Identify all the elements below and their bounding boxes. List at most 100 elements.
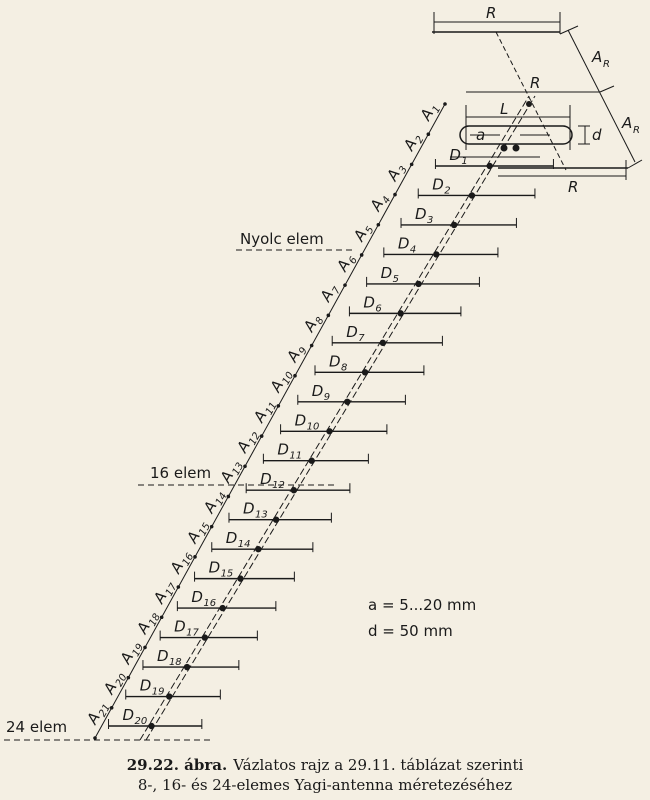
director-label: D — [209, 559, 221, 577]
director-boom-point — [166, 693, 173, 700]
spacing-sub: 7 — [331, 285, 344, 296]
director-boom-point — [272, 516, 280, 523]
director-label: D — [363, 293, 375, 311]
note-a-range: a = 5...20 mm — [368, 596, 476, 614]
director-boom-point — [361, 369, 369, 376]
director-boom-point — [397, 310, 404, 317]
director-label: D — [398, 234, 410, 252]
spacing-tick — [426, 132, 431, 136]
spacing-tick — [443, 102, 447, 106]
spacing-sub: 6 — [347, 255, 360, 266]
spacing-axis: A1A2A3A4A5A6A7A8A9A10A11A12A13A14A15A16A… — [83, 102, 447, 740]
spacing-sub: 13 — [231, 461, 247, 477]
spacing-tick — [193, 555, 197, 559]
director-sub: 8 — [341, 362, 347, 373]
director-label: D — [295, 411, 307, 429]
spacing-tick — [126, 675, 131, 680]
spacing-label-a18: A18 — [133, 612, 163, 638]
reflector-diagonal — [495, 31, 567, 171]
director-boom-point — [344, 398, 351, 405]
director-label: D — [312, 382, 324, 400]
director-boom-point — [379, 339, 387, 347]
director-label: D — [329, 352, 341, 370]
reflector-top-label: R — [486, 4, 496, 22]
spacing-sub: 15 — [197, 521, 213, 537]
spacing-tick — [93, 736, 97, 740]
note-d-value: d = 50 mm — [368, 622, 453, 640]
spacing-tick — [276, 404, 281, 408]
spacing-tick — [293, 373, 297, 378]
spacing-tick — [259, 434, 264, 438]
director-sub: 4 — [410, 244, 416, 255]
spacing-label-a16: A16 — [166, 551, 197, 577]
director-boom-point — [219, 604, 226, 612]
director-sub: 15 — [221, 569, 234, 580]
director-sub: 6 — [375, 303, 381, 314]
spacing-label-a20: A20 — [99, 672, 129, 698]
director-sub: 10 — [307, 421, 320, 432]
spacing-label-a10: A10 — [266, 370, 296, 396]
director-label: D — [277, 441, 289, 459]
spacing-sub: 2 — [414, 134, 427, 145]
director-label: D — [157, 647, 169, 665]
spacing-sub: 14 — [214, 491, 230, 507]
spacing-sub: 8 — [314, 316, 327, 327]
boom — [139, 95, 536, 741]
spacing-tick — [109, 706, 114, 710]
director-label: D — [432, 175, 444, 193]
spacing-sub: 3 — [397, 165, 410, 176]
spacing-tick — [409, 162, 414, 167]
director-boom-point — [486, 162, 493, 170]
director-boom-point — [148, 722, 155, 730]
feed-point-right — [512, 144, 520, 152]
spacing-sub: 16 — [181, 551, 197, 567]
director-sub: 9 — [324, 392, 330, 403]
spacing-sub: 5 — [364, 225, 377, 236]
director-boom-point — [450, 221, 458, 229]
spacing-tick — [393, 192, 397, 197]
spacing-label-a5: A5 — [349, 225, 377, 245]
director-boom-point — [201, 634, 209, 641]
spacing-label-a14: A14 — [199, 491, 230, 517]
spacing-label-2: A — [621, 114, 632, 132]
director-sub: 12 — [272, 480, 285, 491]
director-label: D — [415, 205, 427, 223]
director-label: D — [191, 588, 203, 606]
director-boom-point — [308, 457, 315, 464]
spacing-label-a6: A6 — [333, 255, 360, 275]
director-sub: 11 — [289, 451, 302, 462]
spacing-tick — [326, 313, 331, 318]
figure-number: 29.22. ábra. — [127, 756, 227, 774]
spacing-sub: 1 — [431, 104, 444, 115]
spacing-label-a12: A12 — [233, 431, 263, 457]
director-boom-point — [237, 575, 244, 582]
director-label: D — [346, 323, 358, 341]
caption-text-1: Vázlatos rajz a 29.11. táblázat szerinti — [232, 756, 523, 774]
director-label: D — [260, 470, 272, 488]
spacing-label-a3: A3 — [383, 165, 410, 185]
director-sub: 1 — [461, 156, 467, 167]
spacing-sub-2: R — [633, 125, 640, 136]
spacing-sub: 11 — [264, 401, 280, 417]
spacing-label-a19: A19 — [116, 642, 146, 668]
director-label: D — [243, 500, 255, 518]
director-label: D — [449, 146, 461, 164]
spacing-tick — [359, 253, 364, 257]
director-sub: 16 — [203, 598, 216, 609]
spacing-sub: 12 — [247, 431, 263, 447]
director-label: D — [123, 706, 135, 724]
